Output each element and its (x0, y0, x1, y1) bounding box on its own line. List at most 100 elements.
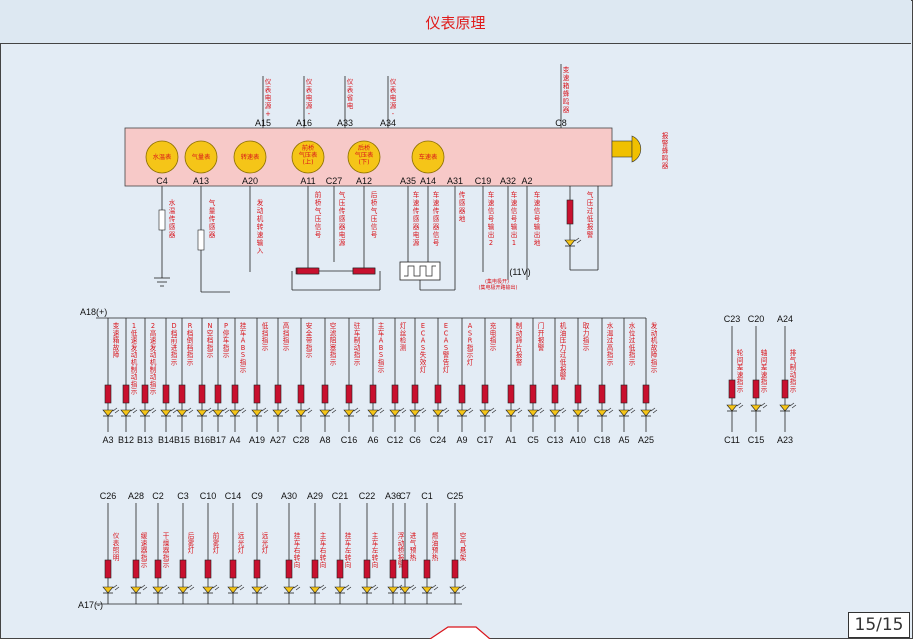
svg-text:压: 压 (315, 215, 322, 223)
svg-text:器: 器 (459, 207, 466, 215)
svg-text:指: 指 (490, 336, 497, 345)
svg-text:S: S (444, 344, 448, 352)
pin-A33: A33 (337, 118, 353, 128)
resistor-A36 (389, 559, 397, 579)
led-C3 (177, 584, 195, 594)
svg-text:停: 停 (223, 328, 230, 337)
gauge-label-A11-c: (上) (302, 158, 313, 166)
pin-A15: A15 (255, 118, 271, 128)
svg-text:警: 警 (538, 343, 545, 352)
pin-A1: A1 (505, 435, 516, 445)
gauge-A14 (411, 140, 445, 174)
pin-A19: A19 (249, 435, 265, 445)
svg-text:压: 压 (339, 199, 346, 207)
svg-text:指: 指 (131, 379, 138, 388)
svg-text:感: 感 (169, 222, 176, 231)
svg-text:力: 力 (583, 328, 590, 337)
svg-text:器: 器 (169, 231, 176, 239)
svg-text:E: E (444, 322, 448, 330)
svg-text:示: 示 (607, 359, 614, 367)
svg-text:速: 速 (737, 371, 744, 379)
svg-text:蜂: 蜂 (563, 89, 570, 98)
svg-text:塞: 塞 (330, 343, 337, 352)
svg-text:左: 左 (372, 546, 379, 555)
svg-text:丝: 丝 (400, 328, 407, 337)
svg-text:桥: 桥 (371, 198, 378, 207)
svg-text:速: 速 (761, 371, 768, 379)
page-title: 仪表原理 (425, 14, 486, 32)
svg-text:报: 报 (662, 131, 669, 140)
svg-text:示: 示 (223, 351, 230, 359)
svg-text:光: 光 (238, 538, 245, 547)
svg-text:明: 明 (113, 554, 120, 562)
svg-text:制: 制 (150, 365, 157, 374)
svg-text:桥: 桥 (315, 198, 322, 207)
led-A1 (505, 407, 523, 417)
pin-A3: A3 (102, 435, 113, 445)
svg-text:全: 全 (306, 328, 313, 337)
svg-text:C: C (444, 329, 449, 337)
svg-text:高: 高 (283, 321, 290, 330)
svg-text:间: 间 (737, 356, 744, 364)
svg-text:车: 车 (223, 336, 230, 345)
svg-text:示: 示 (240, 366, 247, 374)
resistor-B17 (214, 384, 222, 404)
svg-text:空: 空 (460, 531, 467, 540)
svg-text:电: 电 (306, 93, 313, 102)
svg-text:指: 指 (583, 336, 590, 345)
svg-text:车: 车 (294, 538, 301, 547)
svg-text:示: 示 (761, 386, 768, 394)
svg-text:器: 器 (413, 223, 420, 231)
svg-text:仪: 仪 (347, 78, 354, 86)
svg-text:带: 带 (306, 337, 313, 345)
pin-C4: C4 (156, 176, 168, 186)
svg-text:动: 动 (257, 207, 264, 215)
gauge-label-A20: 转速表 (241, 153, 260, 161)
svg-text:A: A (241, 337, 246, 345)
water-temp-sensor-resistor (158, 209, 166, 231)
indicator-label-C14: 远光灯 (238, 532, 245, 555)
svg-text:转: 转 (345, 553, 352, 562)
svg-text:动: 动 (150, 373, 157, 381)
pin-C23: C23 (724, 314, 741, 324)
pin-A32: A32 (500, 176, 516, 186)
svg-text:机: 机 (150, 358, 157, 367)
pin-C8: C8 (555, 118, 567, 128)
svg-text:燥: 燥 (163, 538, 170, 547)
led-B14 (160, 407, 178, 417)
svg-text:灯: 灯 (213, 546, 220, 555)
svg-text:表: 表 (347, 85, 354, 94)
svg-text:温: 温 (607, 328, 614, 337)
svg-text:向: 向 (294, 560, 301, 569)
svg-text:阻: 阻 (330, 336, 337, 345)
svg-text:架: 架 (460, 554, 467, 562)
pin-C1: C1 (421, 491, 433, 501)
svg-text:车: 车 (378, 328, 385, 337)
gauge-A11 (291, 140, 325, 174)
svg-text:箱: 箱 (563, 81, 570, 90)
svg-text:示: 示 (467, 351, 474, 359)
svg-text:警: 警 (398, 560, 405, 569)
svg-text:动: 动 (354, 344, 361, 352)
svg-text:表: 表 (265, 85, 272, 94)
resistor-C14 (229, 559, 237, 579)
pin-A9: A9 (456, 435, 467, 445)
svg-text:气: 气 (209, 198, 216, 207)
resistor-B15 (178, 384, 186, 404)
pin-A4: A4 (229, 435, 240, 445)
svg-text:机: 机 (257, 214, 264, 223)
svg-text:发: 发 (150, 343, 157, 352)
svg-text:车: 车 (488, 190, 495, 199)
svg-text:蹄: 蹄 (516, 336, 523, 345)
svg-text:片: 片 (516, 343, 523, 352)
led-A28 (130, 584, 148, 594)
svg-text:失: 失 (420, 350, 427, 359)
svg-text:过: 过 (560, 350, 567, 359)
svg-text:发: 发 (651, 321, 658, 330)
svg-text:开: 开 (538, 329, 545, 337)
